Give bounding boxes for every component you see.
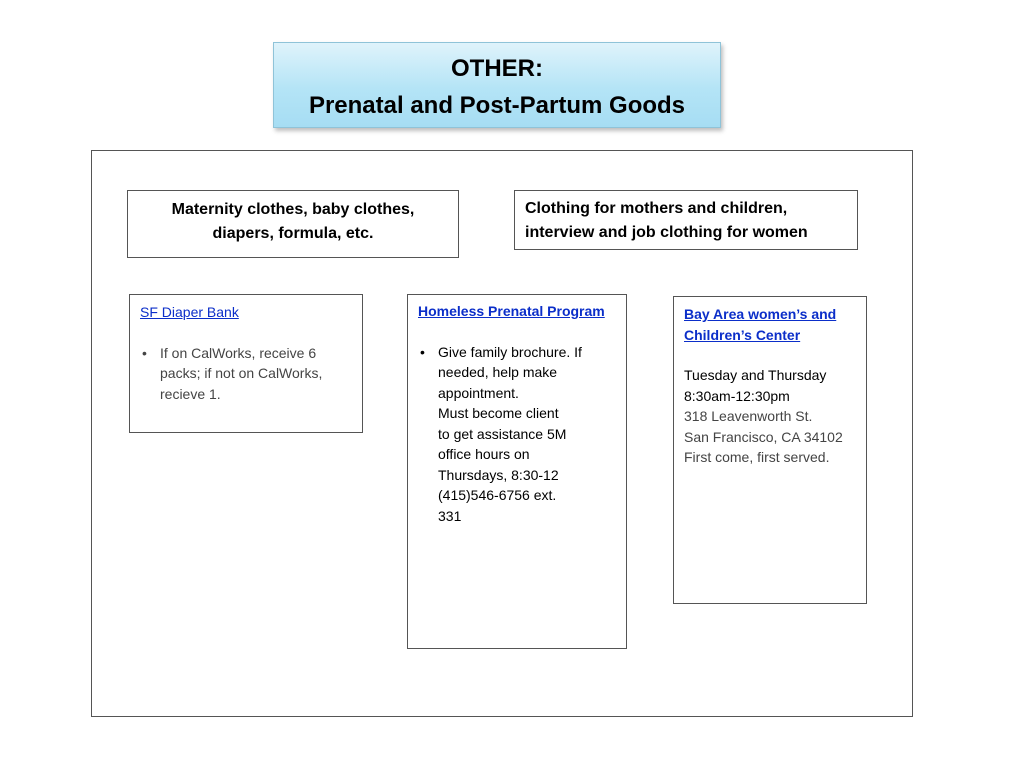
detail-line: office hours on [438, 446, 530, 462]
title-line-2: Prenatal and Post-Partum Goods [308, 92, 686, 119]
program-details: Must become client to get assistance 5M … [418, 403, 626, 526]
card-bay-area-womens-center: Bay Area women’s and Children’s Center T… [673, 296, 867, 604]
bullet-item: • Give family brochure. If needed, help … [418, 342, 626, 404]
city-address: San Francisco, CA 34102 [684, 428, 843, 445]
card-sf-diaper-bank: SF Diaper Bank • If on CalWorks, receive… [129, 294, 363, 433]
sf-diaper-bank-link[interactable]: SF Diaper Bank [140, 304, 239, 320]
category-line: Maternity clothes, baby clothes, [171, 201, 415, 218]
schedule-hours: 8:30am-12:30pm [684, 387, 790, 404]
bullet-line: If on CalWorks, receive 6 [160, 344, 317, 361]
content-frame [91, 150, 913, 717]
street-address: 318 Leavenworth St. [684, 408, 813, 424]
schedule-days: Tuesday and Thursday [684, 367, 827, 383]
title-banner: OTHER: Prenatal and Post-Partum Goods [273, 42, 721, 128]
detail-line: to get assistance 5M [438, 425, 567, 442]
bullet-line: recieve 1. [160, 385, 221, 402]
bullet-line: packs; if not on CalWorks, [160, 365, 323, 381]
bullet-icon: • [142, 344, 147, 361]
bullet-line: Give family brochure. If [438, 343, 582, 360]
bullet-icon: • [420, 343, 425, 360]
bay-area-center-link-line-1[interactable]: Bay Area women’s and [684, 306, 837, 322]
category-line: Clothing for mothers and children, [525, 200, 788, 217]
bullet-item: • If on CalWorks, receive 6 packs; if no… [140, 343, 362, 405]
bay-area-center-link-line-2[interactable]: Children’s Center [684, 326, 801, 343]
category-maternity-goods: Maternity clothes, baby clothes, diapers… [127, 190, 459, 258]
homeless-prenatal-program-link[interactable]: Homeless Prenatal Program [418, 303, 605, 319]
category-line: interview and job clothing for women [525, 224, 808, 241]
detail-line: Must become client [438, 405, 559, 421]
bullet-line: appointment. [438, 384, 519, 401]
title-line-1: OTHER: [451, 55, 543, 82]
detail-line: Thursdays, 8:30-12 [438, 466, 559, 483]
detail-line: 331 [438, 507, 462, 524]
bullet-line: needed, help make [438, 364, 558, 380]
category-line: diapers, formula, etc. [212, 225, 374, 242]
category-clothing: Clothing for mothers and children, inter… [514, 190, 858, 250]
service-note: First come, first served. [684, 449, 830, 465]
card-homeless-prenatal-program: Homeless Prenatal Program • Give family … [407, 294, 627, 649]
detail-line: (415)546-6756 ext. [438, 487, 557, 503]
